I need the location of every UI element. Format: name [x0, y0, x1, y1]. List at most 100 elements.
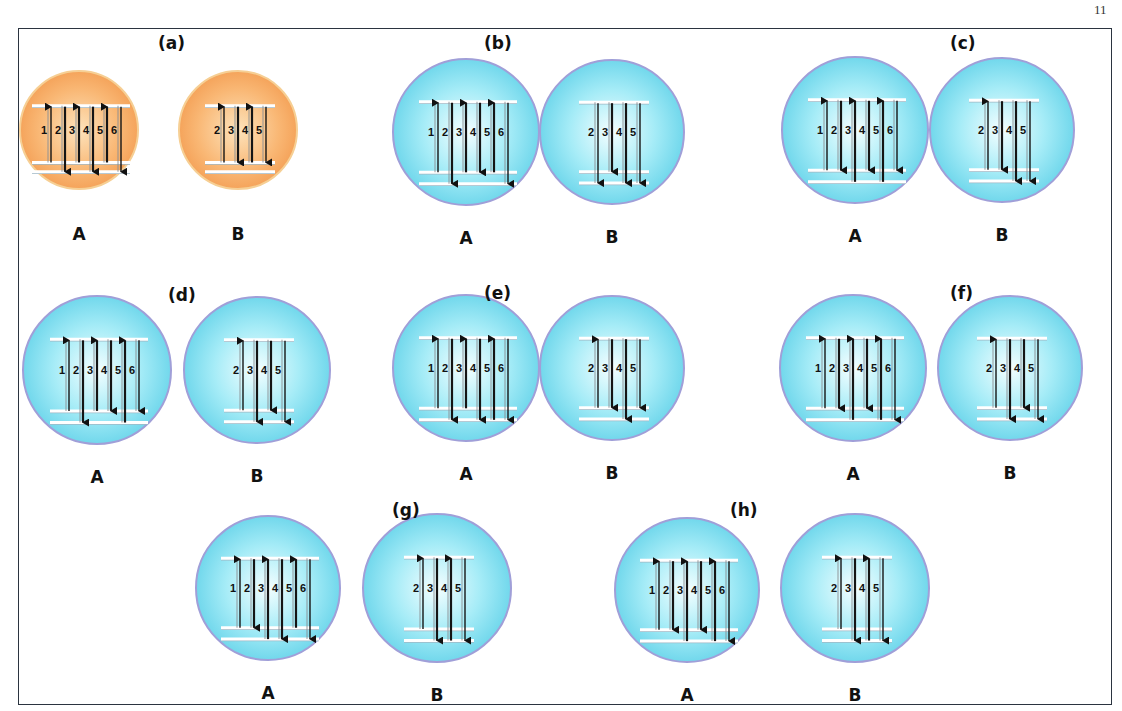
level-scheme	[197, 517, 339, 659]
level-shadow	[579, 409, 649, 411]
transition-arrow	[880, 339, 882, 420]
transition-shade	[837, 557, 839, 629]
transition-number: 4	[856, 582, 868, 594]
transition-shade	[636, 338, 638, 408]
transition-shade	[93, 339, 95, 411]
panel-label: (c)	[950, 33, 976, 53]
energy-level-circle: 123456A	[22, 295, 172, 445]
transition-number: 5	[1025, 362, 1037, 374]
transition-shade	[594, 102, 596, 183]
transition-arrow	[728, 561, 729, 641]
transition-arrow	[437, 339, 438, 409]
level-scheme	[782, 515, 928, 661]
energy-level-circle: 2345B	[937, 295, 1083, 441]
transition-shade	[476, 102, 478, 173]
transition-number: 4	[467, 362, 479, 374]
transition-shade	[1034, 338, 1036, 419]
energy-level	[969, 168, 1039, 171]
transition-number: 5	[1017, 124, 1029, 136]
level-scheme	[541, 297, 683, 439]
level-shadow	[640, 631, 738, 633]
system-label: B	[939, 463, 1081, 483]
transition-shade	[262, 106, 264, 163]
energy-level	[224, 338, 294, 341]
energy-level	[579, 418, 649, 421]
energy-level	[205, 161, 275, 164]
energy-level	[419, 418, 517, 421]
level-shadow	[640, 642, 738, 644]
transition-arrow	[987, 101, 988, 170]
transition-arrow	[96, 340, 98, 411]
transition-arrow	[854, 558, 856, 640]
transition-number: 5	[627, 126, 639, 138]
transition-number: 5	[94, 124, 106, 136]
transition-number: 1	[814, 124, 826, 136]
energy-level-circle: 123456A	[392, 58, 540, 206]
level-shadow	[224, 423, 294, 425]
energy-level	[32, 161, 130, 164]
transition-arrow	[479, 339, 481, 420]
transition-shade	[711, 560, 713, 641]
energy-level	[808, 169, 906, 172]
transition-arrow	[611, 339, 613, 408]
energy-level-circle: 2345B	[178, 70, 298, 190]
transition-number: 4	[856, 124, 868, 136]
transition-number: 4	[854, 362, 866, 374]
level-shadow	[579, 339, 649, 341]
level-shadow	[419, 103, 517, 105]
transition-shade	[622, 102, 624, 183]
transition-shade	[849, 338, 851, 420]
transition-number: 4	[613, 362, 625, 374]
energy-level-circle: 2345B	[929, 57, 1075, 203]
transition-shade	[1020, 338, 1022, 408]
transition-arrow	[1009, 339, 1011, 419]
transition-number: 1	[425, 126, 437, 138]
energy-level	[404, 639, 474, 642]
system-label: A	[781, 464, 925, 484]
transition-arrow	[507, 103, 508, 184]
level-scheme	[185, 298, 329, 442]
energy-level	[969, 180, 1039, 183]
panel-label: (b)	[484, 33, 512, 53]
level-shadow	[806, 409, 904, 411]
transition-shade	[851, 100, 853, 182]
transition-number: 2	[211, 124, 223, 136]
energy-level	[579, 182, 649, 185]
transition-shade	[306, 558, 308, 639]
transition-arrow	[124, 340, 126, 422]
transition-arrow	[253, 559, 255, 628]
transition-arrow	[1023, 339, 1025, 408]
transition-arrow	[686, 561, 688, 641]
transition-arrow	[854, 101, 856, 182]
panel-label: (a)	[158, 33, 185, 53]
transition-shade	[65, 339, 67, 411]
transition-number: 3	[840, 362, 852, 374]
transition-shade	[891, 338, 893, 420]
transition-arrow	[239, 559, 240, 628]
transition-number: 1	[56, 364, 68, 376]
transition-arrow	[295, 559, 297, 628]
energy-level	[579, 101, 649, 104]
transition-shade	[267, 340, 269, 411]
energy-level	[205, 104, 275, 107]
level-shadow	[822, 630, 892, 632]
transition-shade	[135, 339, 137, 411]
level-shadow	[579, 184, 649, 186]
level-shadow	[32, 173, 130, 175]
level-shadow	[806, 339, 904, 341]
energy-level	[224, 409, 294, 412]
transition-number: 1	[227, 582, 239, 594]
transition-arrow	[50, 107, 51, 163]
transition-arrow	[493, 339, 495, 420]
level-scheme	[939, 297, 1081, 439]
transition-arrow	[493, 103, 495, 173]
panel-label: (h)	[730, 500, 758, 520]
transition-shade	[984, 100, 986, 170]
transition-shade	[103, 106, 105, 163]
transition-number: 6	[716, 584, 728, 596]
transition-arrow	[479, 103, 481, 173]
transition-shade	[47, 106, 49, 163]
transition-arrow	[68, 340, 69, 411]
energy-level-circle: 2345B	[183, 296, 331, 444]
